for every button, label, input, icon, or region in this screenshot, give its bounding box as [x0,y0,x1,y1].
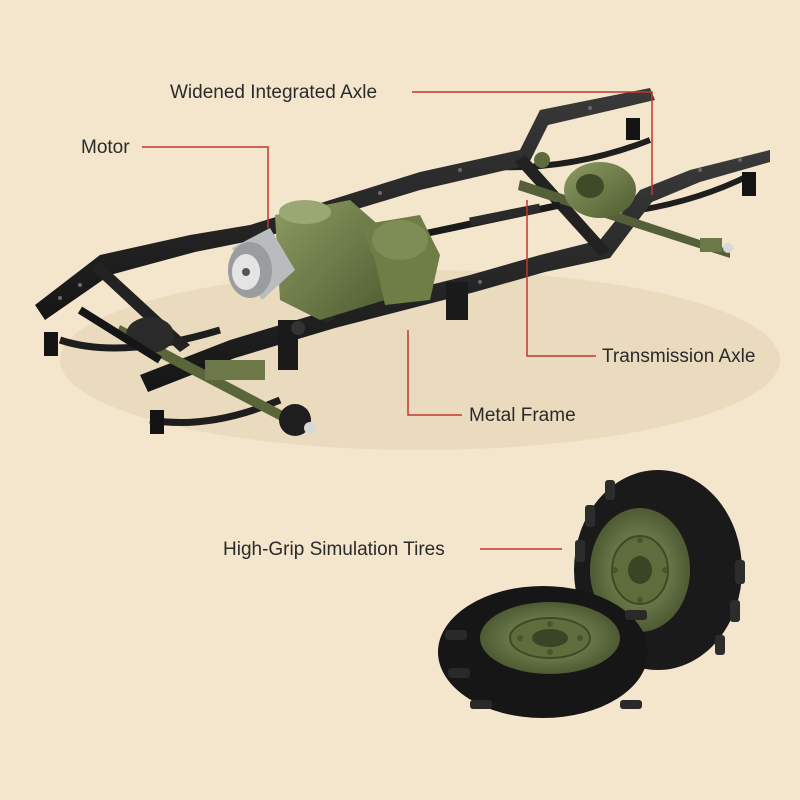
front-hub [279,404,311,436]
leader-lines [142,91,653,550]
cross-member-rear [515,155,610,256]
rear-leaf-spring-2 [639,172,752,213]
rear-axle-assembly [518,152,733,258]
chassis-shadow [60,270,780,450]
callout-motor: Motor [81,137,130,158]
motor [228,228,295,300]
mount-front-right [150,410,164,434]
callout-transmission-axle: Transmission Axle [602,346,756,367]
leader-widened-axle [412,91,653,195]
leader-metal-frame [407,330,462,416]
mount-rear-left [626,118,640,140]
gearbox [275,200,440,320]
chassis [35,88,770,436]
tire-front [438,586,648,718]
front-axle-assembly [116,317,316,436]
callout-high-grip-tires: High-Grip Simulation Tires [223,539,445,560]
callout-metal-frame: Metal Frame [469,405,576,426]
mount-front-left [44,332,58,356]
mount-rear-right [742,172,756,196]
steering-link [77,306,163,364]
leader-motor [142,146,269,228]
callout-widened-integrated-axle: Widened Integrated Axle [170,82,378,103]
mount-mid [446,282,468,320]
leader-transmission-axle [526,200,596,357]
front-leaf-spring [58,326,222,352]
